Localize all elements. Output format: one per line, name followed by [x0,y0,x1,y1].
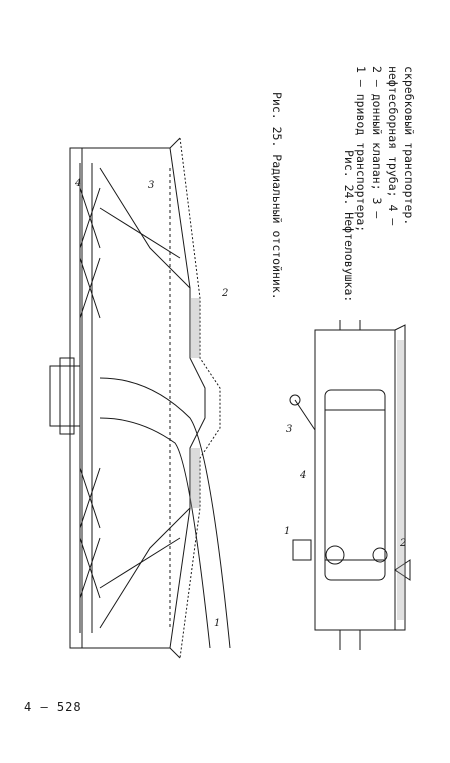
figure24-caption-line-3: нефтесборная труба; 4 – [386,66,400,226]
figure24-caption-line-4: скребковый транспортер. [402,66,416,226]
figure25-callout-4: 4 [75,178,82,189]
oil-trap-drawing [289,320,411,650]
figure25-callout-3: 3 [148,180,155,191]
figure24-caption-line-2: 2 – донный клапан; 3 – [370,66,384,219]
figure24-caption-line-1: 1 – привод транспортера; [354,66,368,233]
figure24-callout-2: 2 [400,538,407,549]
page-number: 4 – 528 [24,700,82,714]
radial-settling-tank-drawing [49,137,231,659]
figure25-callout-2: 2 [222,288,229,299]
figure24-callout-4: 4 [300,470,307,481]
figure25-callout-1: 1 [214,618,221,629]
figure25-caption: Рис. 25. Радиальный отстойник. [270,92,284,300]
figure24-callout-3: 3 [286,424,293,435]
figure24-callout-1: 1 [284,526,291,537]
